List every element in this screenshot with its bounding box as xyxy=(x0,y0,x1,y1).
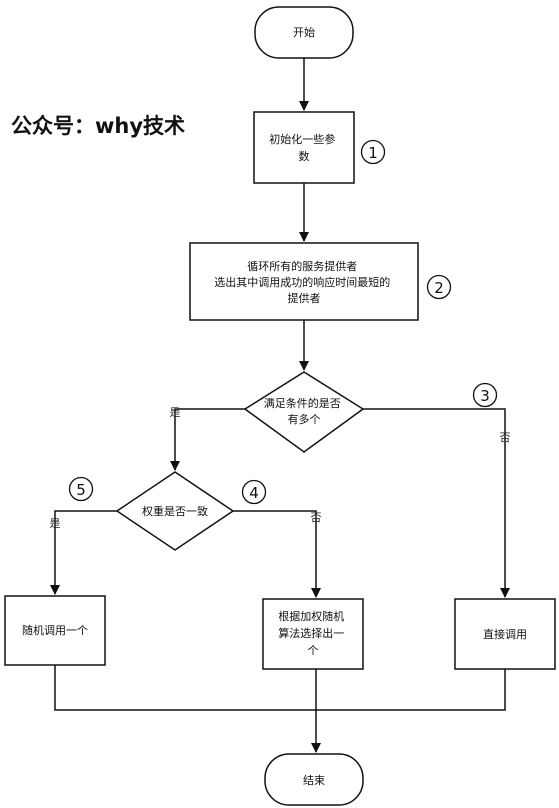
edge-label-cond1-no: 否 xyxy=(500,431,511,444)
init-label: 初始化一些参 数 xyxy=(269,132,339,163)
edges xyxy=(50,58,510,753)
random-label: 随机调用一个 xyxy=(22,623,88,637)
step-number-5: 5 xyxy=(68,476,94,502)
node-weighted xyxy=(262,598,364,670)
edge-cond2-no xyxy=(233,510,321,598)
nodes xyxy=(4,6,556,806)
loop-label-line-3: 提供者 xyxy=(288,291,321,305)
end-label: 结束 xyxy=(303,774,325,787)
node-random xyxy=(4,595,106,666)
cond1-label: 满足条件的是否 有多个 xyxy=(264,396,345,426)
svg-text:4: 4 xyxy=(249,484,259,502)
step-number-2: 2 xyxy=(426,274,452,300)
cond1-label-line-1: 满足条件的是否 xyxy=(264,396,341,410)
edge-labels: 是 否 是 否 xyxy=(50,406,511,530)
watermark-text: 公众号：why技术 xyxy=(11,114,186,138)
weighted-label-line-1: 根据加权随机 xyxy=(278,609,344,623)
step-numbers: 1 2 3 4 5 xyxy=(68,139,498,505)
node-start xyxy=(254,6,354,59)
step-number-1: 1 xyxy=(360,139,386,165)
node-cond2 xyxy=(115,471,235,551)
edge-label-cond2-yes: 是 xyxy=(50,517,61,530)
direct-label: 直接调用 xyxy=(483,627,527,641)
weighted-label: 根据加权随机 算法选择出一 个 xyxy=(278,609,348,657)
start-label: 开始 xyxy=(293,25,315,39)
init-label-line-2: 数 xyxy=(299,150,310,163)
edge-cond1-yes xyxy=(170,408,245,471)
weighted-label-line-3: 个 xyxy=(308,644,319,657)
node-direct xyxy=(454,598,556,670)
edge-cond2-yes xyxy=(50,510,117,595)
node-end xyxy=(264,753,364,806)
weighted-label-line-2: 算法选择出一 xyxy=(278,626,344,640)
edge-label-cond1-yes: 是 xyxy=(170,406,181,419)
svg-text:5: 5 xyxy=(76,481,86,499)
cond1-label-line-2: 有多个 xyxy=(288,412,321,426)
node-init xyxy=(253,111,355,184)
svg-text:3: 3 xyxy=(480,387,490,405)
node-cond1 xyxy=(243,371,365,453)
svg-text:2: 2 xyxy=(434,279,444,297)
edge-random-merge xyxy=(54,665,506,711)
cond2-label: 权重是否一致 xyxy=(142,504,208,518)
node-texts: 开始 初始化一些参 数 循环所有的服务提供者 选出其中调用成功的响应时间最短的 … xyxy=(22,25,527,787)
step-number-3: 3 xyxy=(472,382,498,408)
loop-label-line-1: 循环所有的服务提供者 xyxy=(247,259,357,273)
svg-text:1: 1 xyxy=(368,144,378,162)
loop-label: 循环所有的服务提供者 选出其中调用成功的响应时间最短的 提供者 xyxy=(214,259,394,305)
loop-label-line-2: 选出其中调用成功的响应时间最短的 xyxy=(214,275,390,289)
step-number-4: 4 xyxy=(241,479,267,505)
node-loop xyxy=(189,242,419,321)
edge-label-cond2-no: 否 xyxy=(311,511,322,524)
init-label-line-1: 初始化一些参 xyxy=(269,132,335,146)
edge-cond1-no xyxy=(363,408,510,598)
